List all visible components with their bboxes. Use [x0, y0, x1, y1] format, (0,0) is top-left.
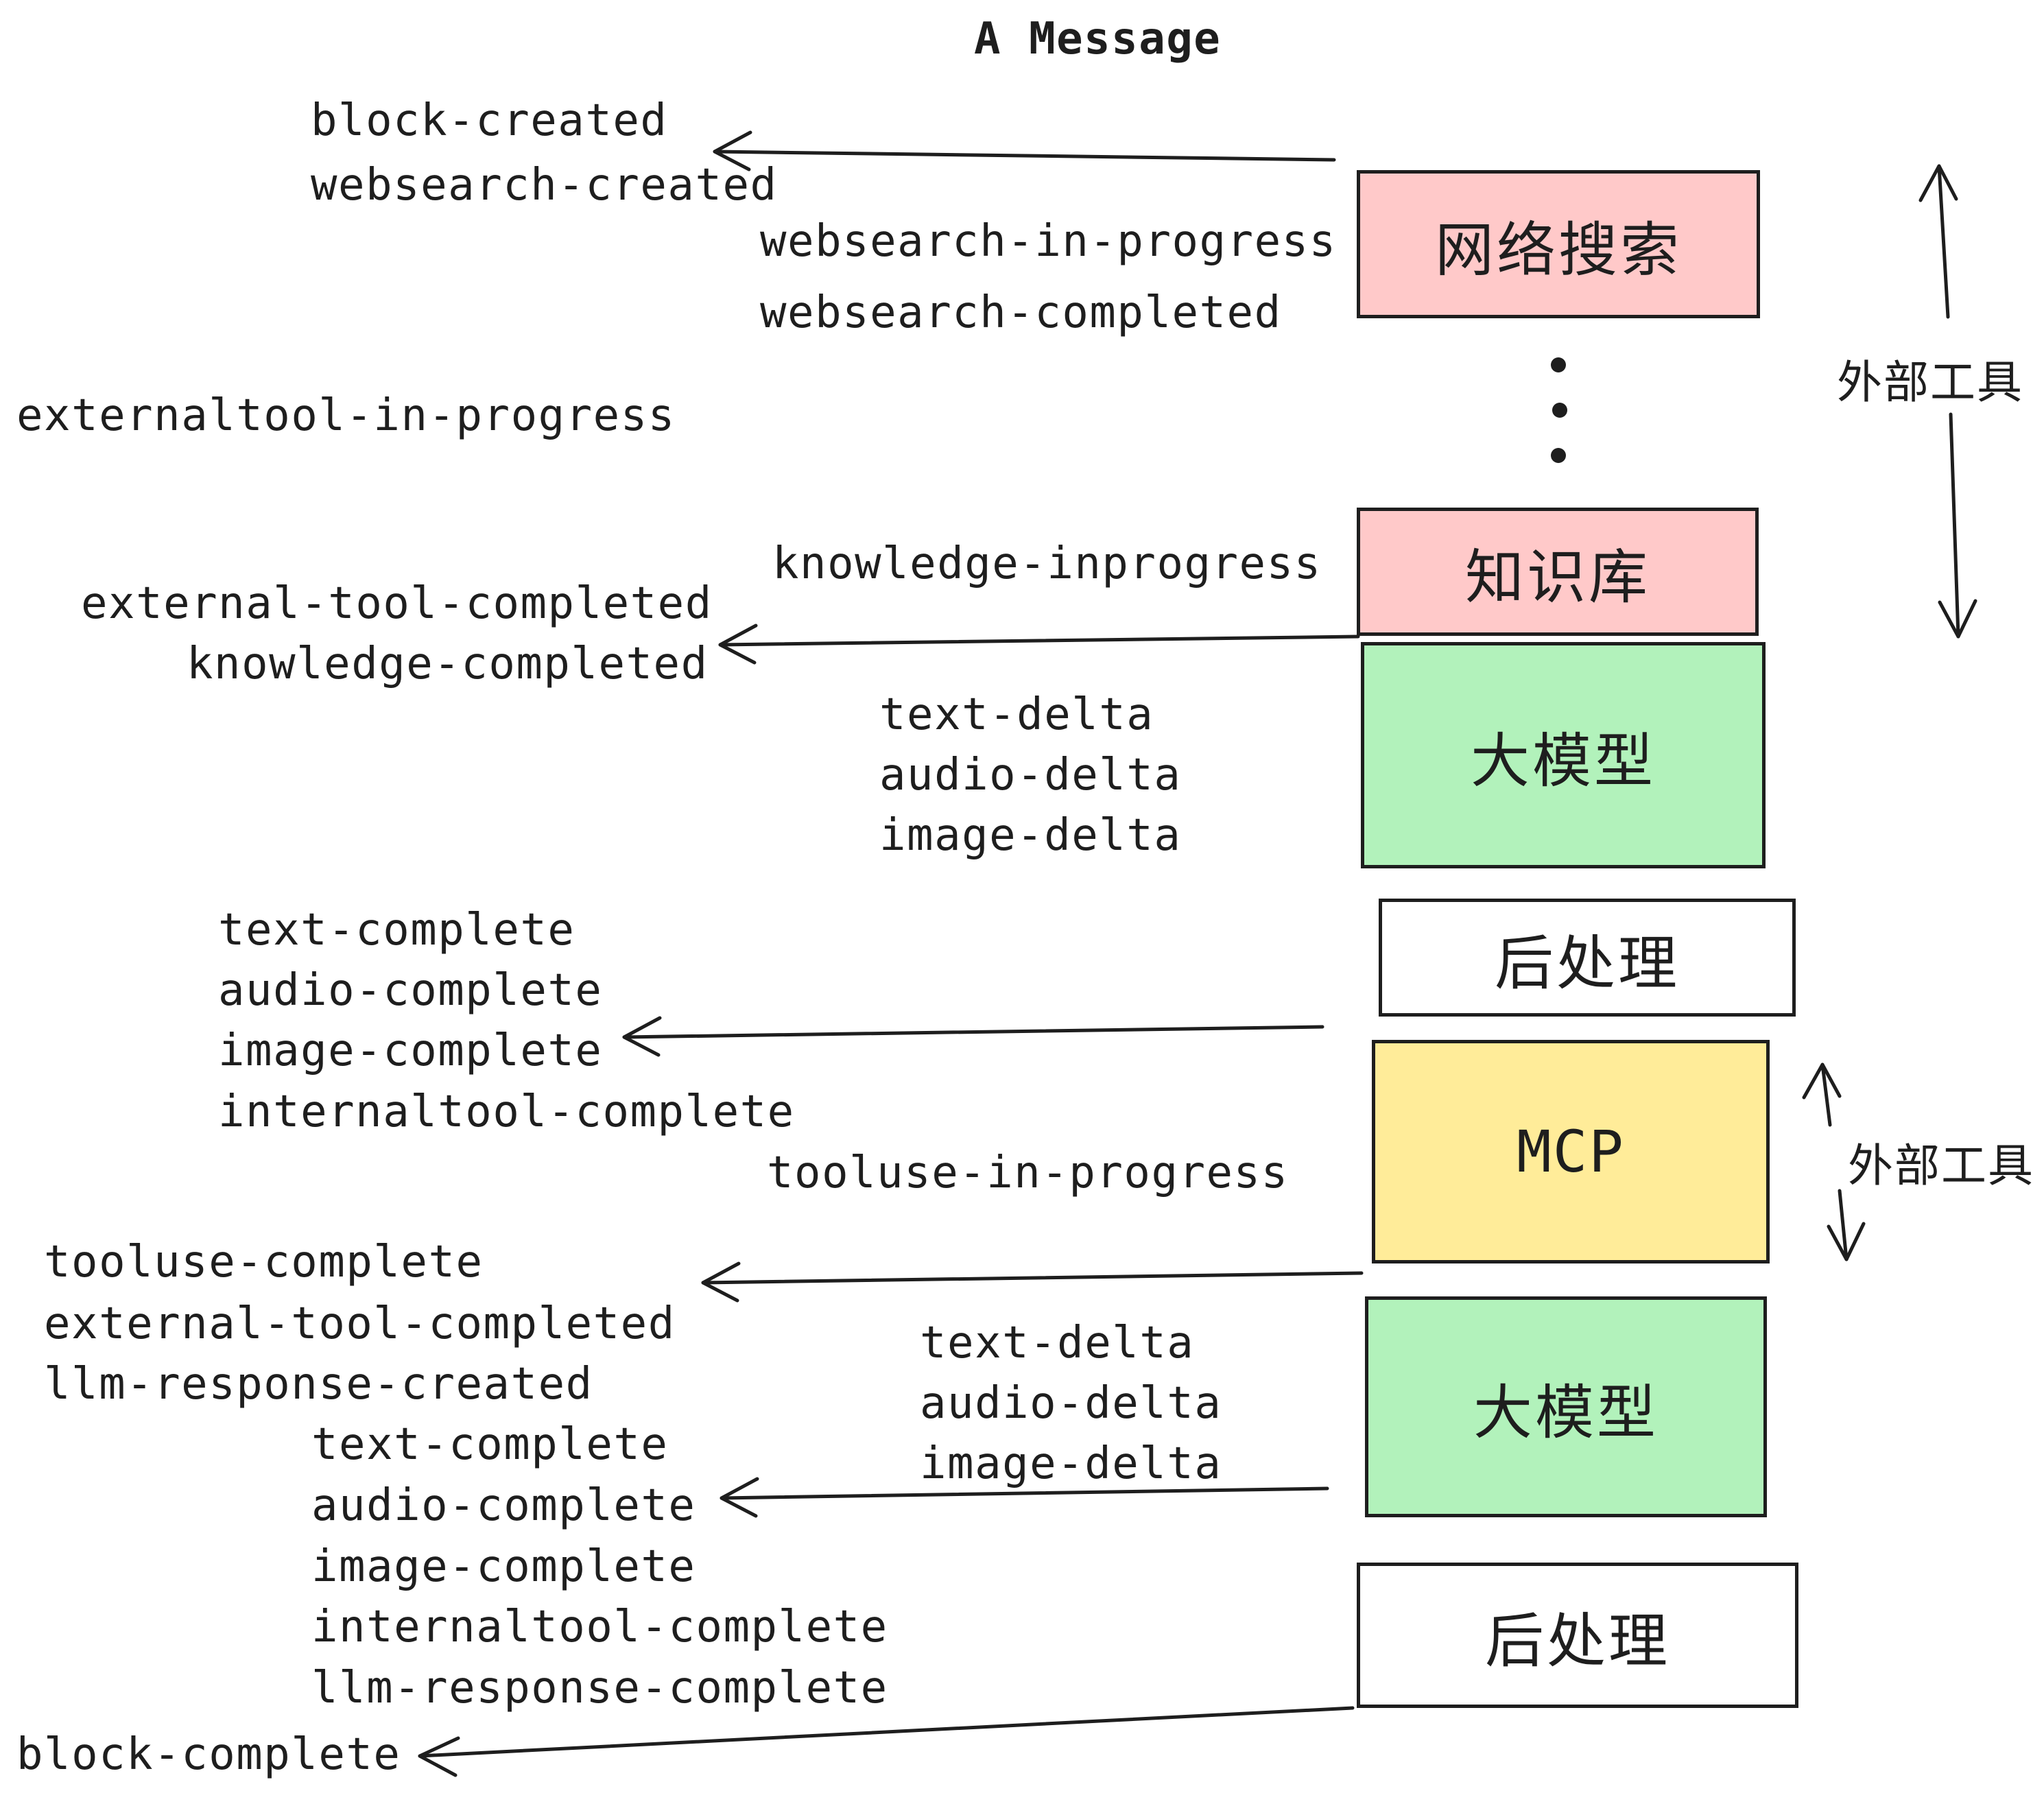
arrow-knowledge-to-knowledge-completed: [718, 624, 1360, 665]
event-label-websearch-created: websearch-created: [311, 160, 778, 211]
event-label-text-complete-1: text-complete: [218, 905, 575, 956]
event-label-audio-delta-1: audio-delta: [879, 750, 1182, 800]
event-label-audio-complete-2: audio-complete: [311, 1480, 696, 1531]
knowledge-box: 知识库: [1357, 508, 1759, 636]
event-label-audio-delta-2: audio-delta: [920, 1378, 1222, 1429]
websearch-box: 网络搜索: [1357, 170, 1760, 318]
mcp-box: MCP: [1372, 1040, 1770, 1263]
event-label-image-complete-1: image-complete: [218, 1025, 603, 1076]
post-process-box-2-label: 后处理: [1485, 1608, 1670, 1674]
event-label-tooluse-in-progress: tooluse-in-progress: [767, 1148, 1289, 1198]
external-tools-label-2: 外部工具: [1848, 1140, 2034, 1191]
arrow-llm2-to-audio-complete: [720, 1477, 1329, 1518]
external-tools-up-arrow-1: [1918, 164, 1958, 319]
post-process-box-1-label: 后处理: [1495, 930, 1680, 997]
post-process-box-1: 后处理: [1379, 899, 1796, 1017]
event-label-block-complete: block-complete: [16, 1729, 401, 1780]
event-label-llm-response-created: llm-response-created: [44, 1359, 593, 1410]
event-label-text-delta-1: text-delta: [879, 689, 1154, 740]
event-label-image-delta-1: image-delta: [879, 810, 1182, 861]
event-label-text-delta-2: text-delta: [920, 1318, 1195, 1368]
event-label-image-complete-2: image-complete: [311, 1541, 696, 1592]
event-label-websearch-completed: websearch-completed: [760, 287, 1282, 338]
event-label-tooluse-complete: tooluse-complete: [44, 1237, 484, 1287]
event-label-image-delta-2: image-delta: [920, 1438, 1222, 1489]
event-label-internaltool-complete-1: internaltool-complete: [218, 1087, 795, 1137]
event-label-knowledge-completed: knowledge-completed: [187, 639, 709, 689]
llm-box-1: 大模型: [1361, 642, 1766, 868]
diagram-title: A Message: [974, 14, 1222, 64]
event-label-websearch-in-progress: websearch-in-progress: [760, 216, 1337, 267]
event-label-external-tool-completed-1: external-tool-completed: [81, 578, 713, 629]
ellipsis-dots: [1551, 357, 1567, 463]
arrow-postprocess2-to-block-complete: [418, 1706, 1355, 1777]
event-label-internaltool-complete-2: internaltool-complete: [311, 1602, 888, 1652]
llm-box-2-label: 大模型: [1473, 1379, 1659, 1446]
mcp-box-label: MCP: [1517, 1118, 1625, 1185]
arrow-postprocess-to-image-complete: [622, 1016, 1324, 1057]
external-tools-label-1: 外部工具: [1837, 357, 2023, 407]
event-label-externaltool-in-progress: externaltool-in-progress: [16, 390, 676, 441]
websearch-box-label: 网络搜索: [1435, 217, 1682, 283]
post-process-box-2: 后处理: [1357, 1563, 1798, 1708]
event-label-block-created: block-created: [311, 95, 668, 146]
event-label-llm-response-complete: llm-response-complete: [311, 1663, 888, 1713]
external-tools-down-arrow-2: [1827, 1189, 1866, 1261]
external-tools-up-arrow-2: [1802, 1063, 1842, 1127]
knowledge-box-label: 知识库: [1465, 545, 1650, 610]
event-label-text-complete-2: text-complete: [311, 1419, 669, 1470]
arrow-websearch-to-block-created: [713, 130, 1336, 171]
event-label-knowledge-inprogress: knowledge-inprogress: [772, 538, 1322, 589]
llm-box-1-label: 大模型: [1471, 728, 1656, 794]
event-label-audio-complete-1: audio-complete: [218, 965, 603, 1016]
llm-box-2: 大模型: [1365, 1296, 1767, 1517]
arrow-mcp-to-tooluse-complete: [701, 1261, 1364, 1303]
external-tools-down-arrow-1: [1938, 412, 1977, 639]
event-label-external-tool-completed-2: external-tool-completed: [44, 1298, 676, 1349]
